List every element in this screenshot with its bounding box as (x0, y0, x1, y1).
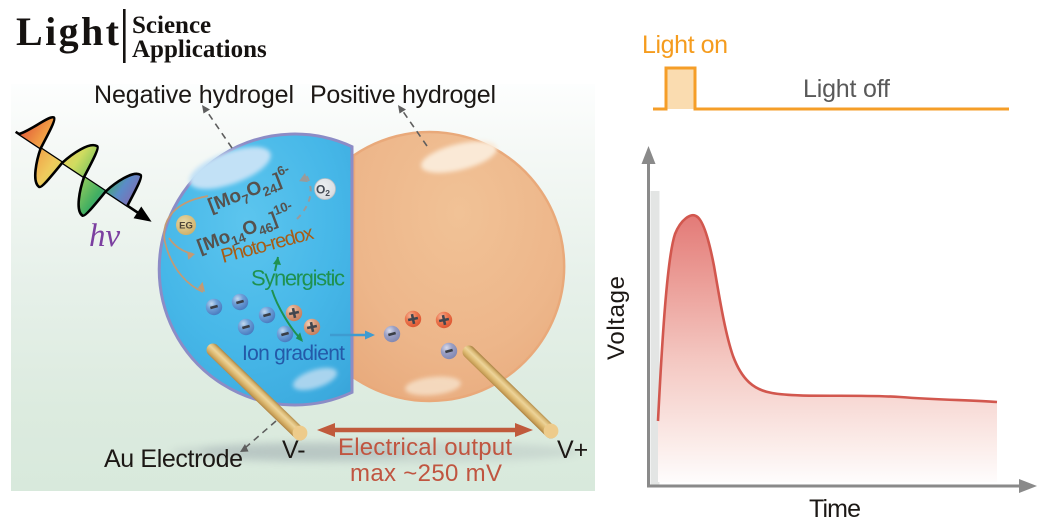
svg-text:Light off: Light off (803, 75, 890, 103)
svg-text:Negative hydrogel: Negative hydrogel (94, 81, 294, 109)
svg-text:Science: Science (132, 12, 211, 39)
svg-text:Light: Light (16, 9, 120, 54)
svg-text:V+: V+ (557, 436, 588, 464)
svg-text:EG: EG (179, 221, 193, 232)
svg-text:hv: hv (89, 218, 121, 254)
svg-text:Au Electrode: Au Electrode (104, 445, 243, 473)
svg-text:Voltage: Voltage (603, 276, 630, 360)
svg-text:Synergistic: Synergistic (251, 266, 345, 291)
svg-text:max ~250 mV: max ~250 mV (350, 460, 502, 487)
svg-text:V-: V- (282, 436, 306, 464)
svg-text:Positive hydrogel: Positive hydrogel (310, 81, 496, 109)
svg-text:Applications: Applications (132, 36, 267, 63)
svg-text:Time: Time (809, 495, 861, 523)
svg-text:Ion gradient: Ion gradient (242, 342, 345, 365)
svg-text:Light on: Light on (642, 31, 728, 59)
svg-text:Electrical output: Electrical output (338, 434, 512, 461)
